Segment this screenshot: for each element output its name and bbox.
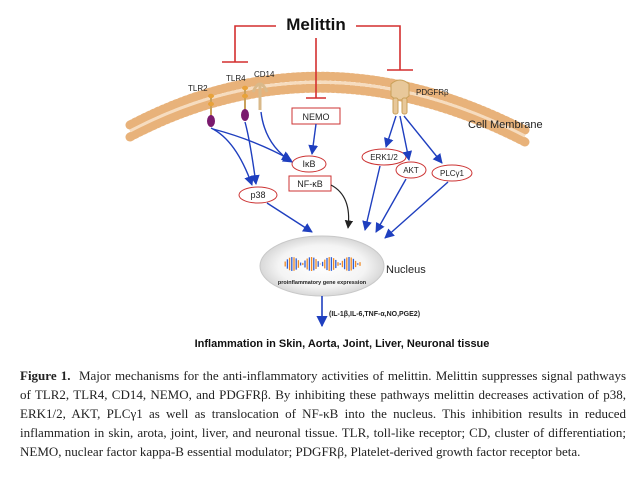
erk-label: ERK1/2 [370,153,398,162]
caption-text: Major mechanisms for the anti-inflammato… [20,368,626,459]
p38-label: p38 [250,190,265,200]
pdgfr-receptor [390,79,410,115]
ikb-node: IκB [291,155,327,173]
pathway-diagram: Cell Membrane Melittin TLR2 TLR4 CD14 PD… [125,15,543,350]
akt-node: AKT [395,161,427,179]
activation-arrows [210,111,449,239]
nfkb-node: NF-κB [288,175,332,192]
cd14-label: CD14 [254,70,275,79]
melittin-title: Melittin [286,15,346,34]
plc-node: PLCγ1 [431,164,473,182]
tlr2-label: TLR2 [188,84,208,93]
tlr4-receptor [241,85,249,121]
nemo-label: NEMO [303,112,330,122]
pdgfr-label: PDGFRβ [416,88,449,97]
gene-expression-label: proinflammatory gene expression [278,280,367,286]
cd14-receptor [251,82,269,110]
erk-node: ERK1/2 [361,148,407,166]
cytokines-label: (IL-1β,IL-6,TNF-α,NO,PGE2) [329,311,420,318]
membrane-label: Cell Membrane [468,119,543,131]
figure-caption: Figure 1. Major mechanisms for the anti-… [20,366,626,461]
nfkb-label: NF-κB [297,179,323,189]
cell-membrane [125,71,530,147]
nemo-node: NEMO [291,107,341,125]
akt-label: AKT [403,166,419,175]
dna-helix [284,257,361,271]
nfkb-translocation-arrow [330,184,354,229]
inhibition-lines [222,25,413,99]
tlr4-label: TLR4 [226,74,246,83]
caption-label: Figure 1. [20,368,71,383]
p38-node: p38 [238,186,278,204]
ikb-label: IκB [302,159,315,169]
nucleus-label: Nucleus [386,264,426,276]
plc-label: PLCγ1 [440,169,465,178]
outcome-label: Inflammation in Skin, Aorta, Joint, Live… [195,338,490,350]
tlr2-receptor [207,93,215,127]
